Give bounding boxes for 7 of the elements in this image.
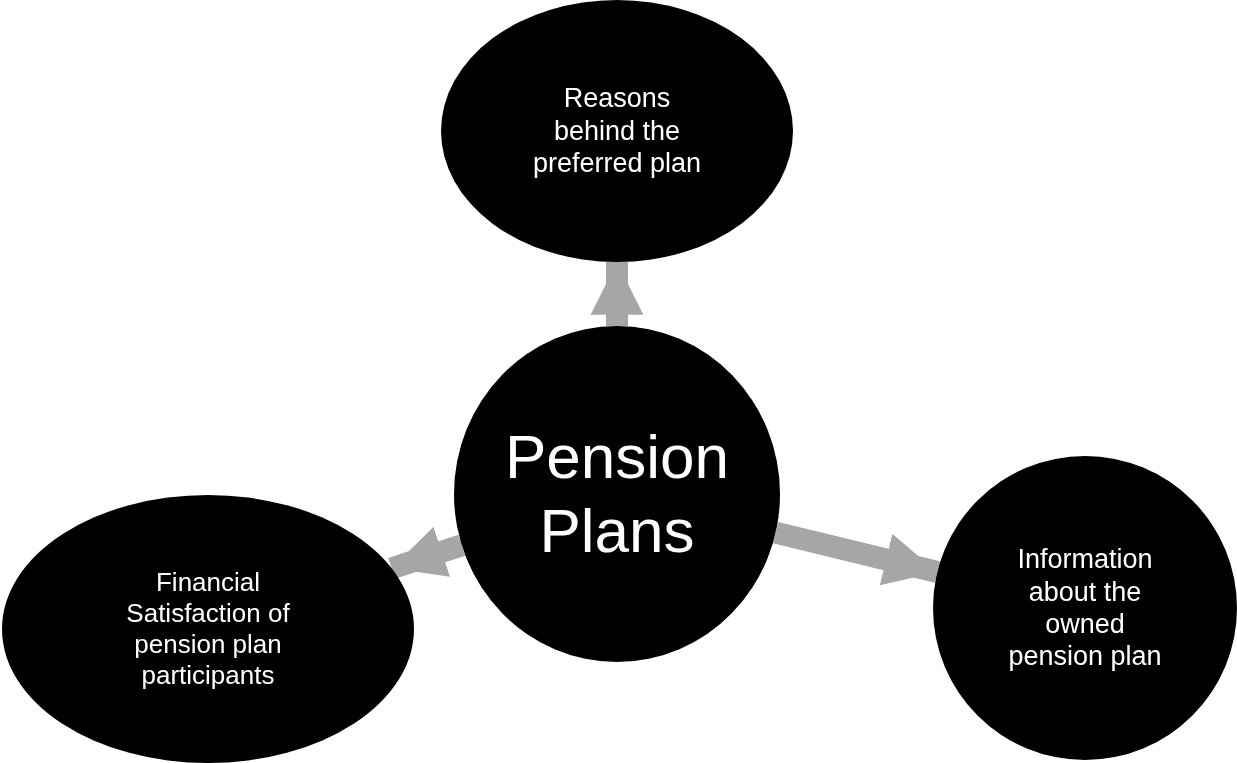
block-arrow [388,526,466,579]
center-title: Pension Plans [503,420,731,567]
topic-text: Financial Satisfaction of pension plan participants [125,566,291,692]
block-arrow [773,521,940,586]
topic-text: Reasons behind the preferred plan [531,82,703,180]
topic-text: Information about the owned pension plan [1007,543,1163,673]
block-arrow [590,262,644,326]
